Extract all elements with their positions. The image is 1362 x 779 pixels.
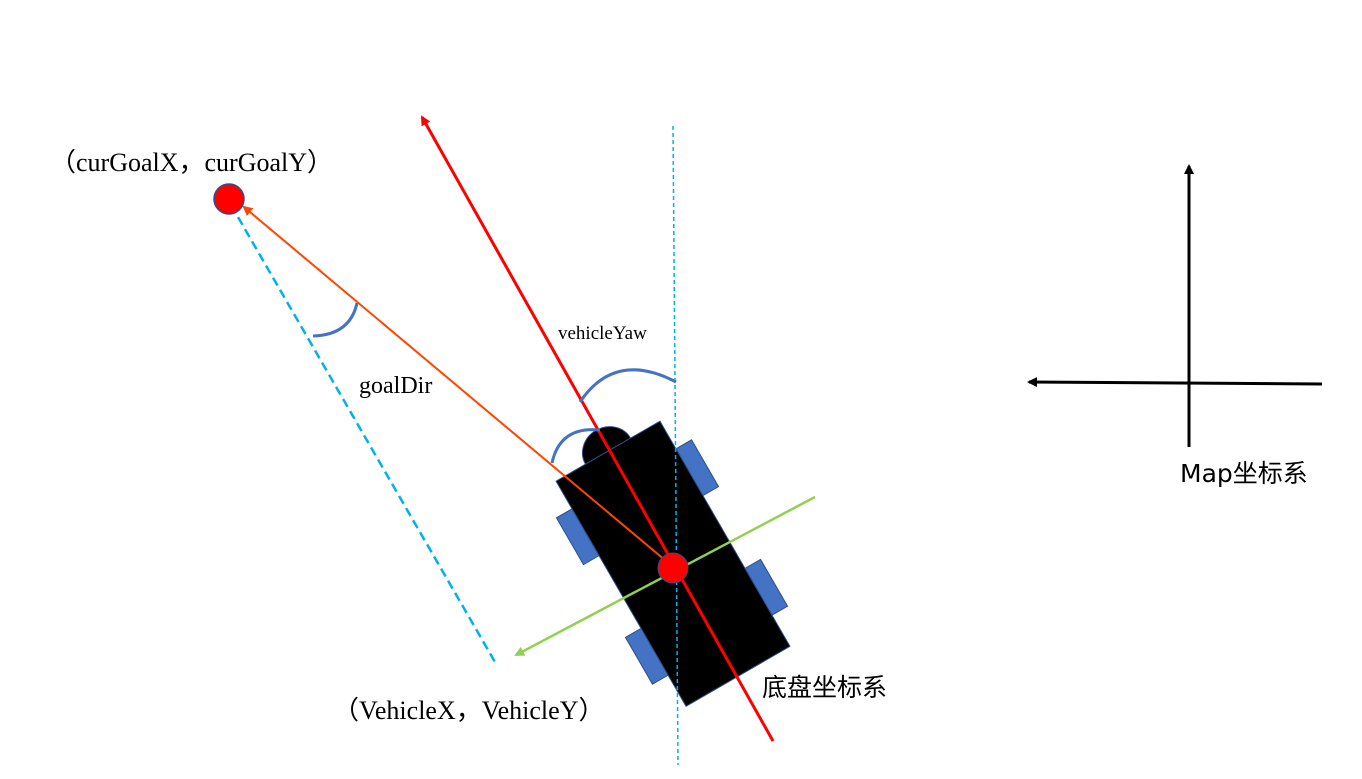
goal-point xyxy=(213,183,245,215)
goal-reference-dashed-line xyxy=(229,204,497,663)
map-frame-label: Map坐标系 xyxy=(1180,459,1308,488)
chassis-frame-label: 底盘坐标系 xyxy=(762,673,888,702)
vehicle-center-point xyxy=(657,552,689,584)
goal-dir-angle-arc xyxy=(312,302,359,338)
vehicle-point-label: （VehicleX，VehicleY） xyxy=(333,696,605,725)
chassis-front-angle-arc xyxy=(550,428,601,464)
map-frame-x-axis xyxy=(1027,377,1323,388)
vehicle-yaw-label: vehicleYaw xyxy=(558,323,647,344)
vehicle-vertical-reference xyxy=(672,125,679,766)
vehicle-yaw-angle-arc xyxy=(578,368,677,403)
goal-dir-label: goalDir xyxy=(359,373,433,399)
goal-direction-vector xyxy=(242,205,673,567)
goal-point-label: （curGoalX，curGoalY） xyxy=(50,148,334,177)
